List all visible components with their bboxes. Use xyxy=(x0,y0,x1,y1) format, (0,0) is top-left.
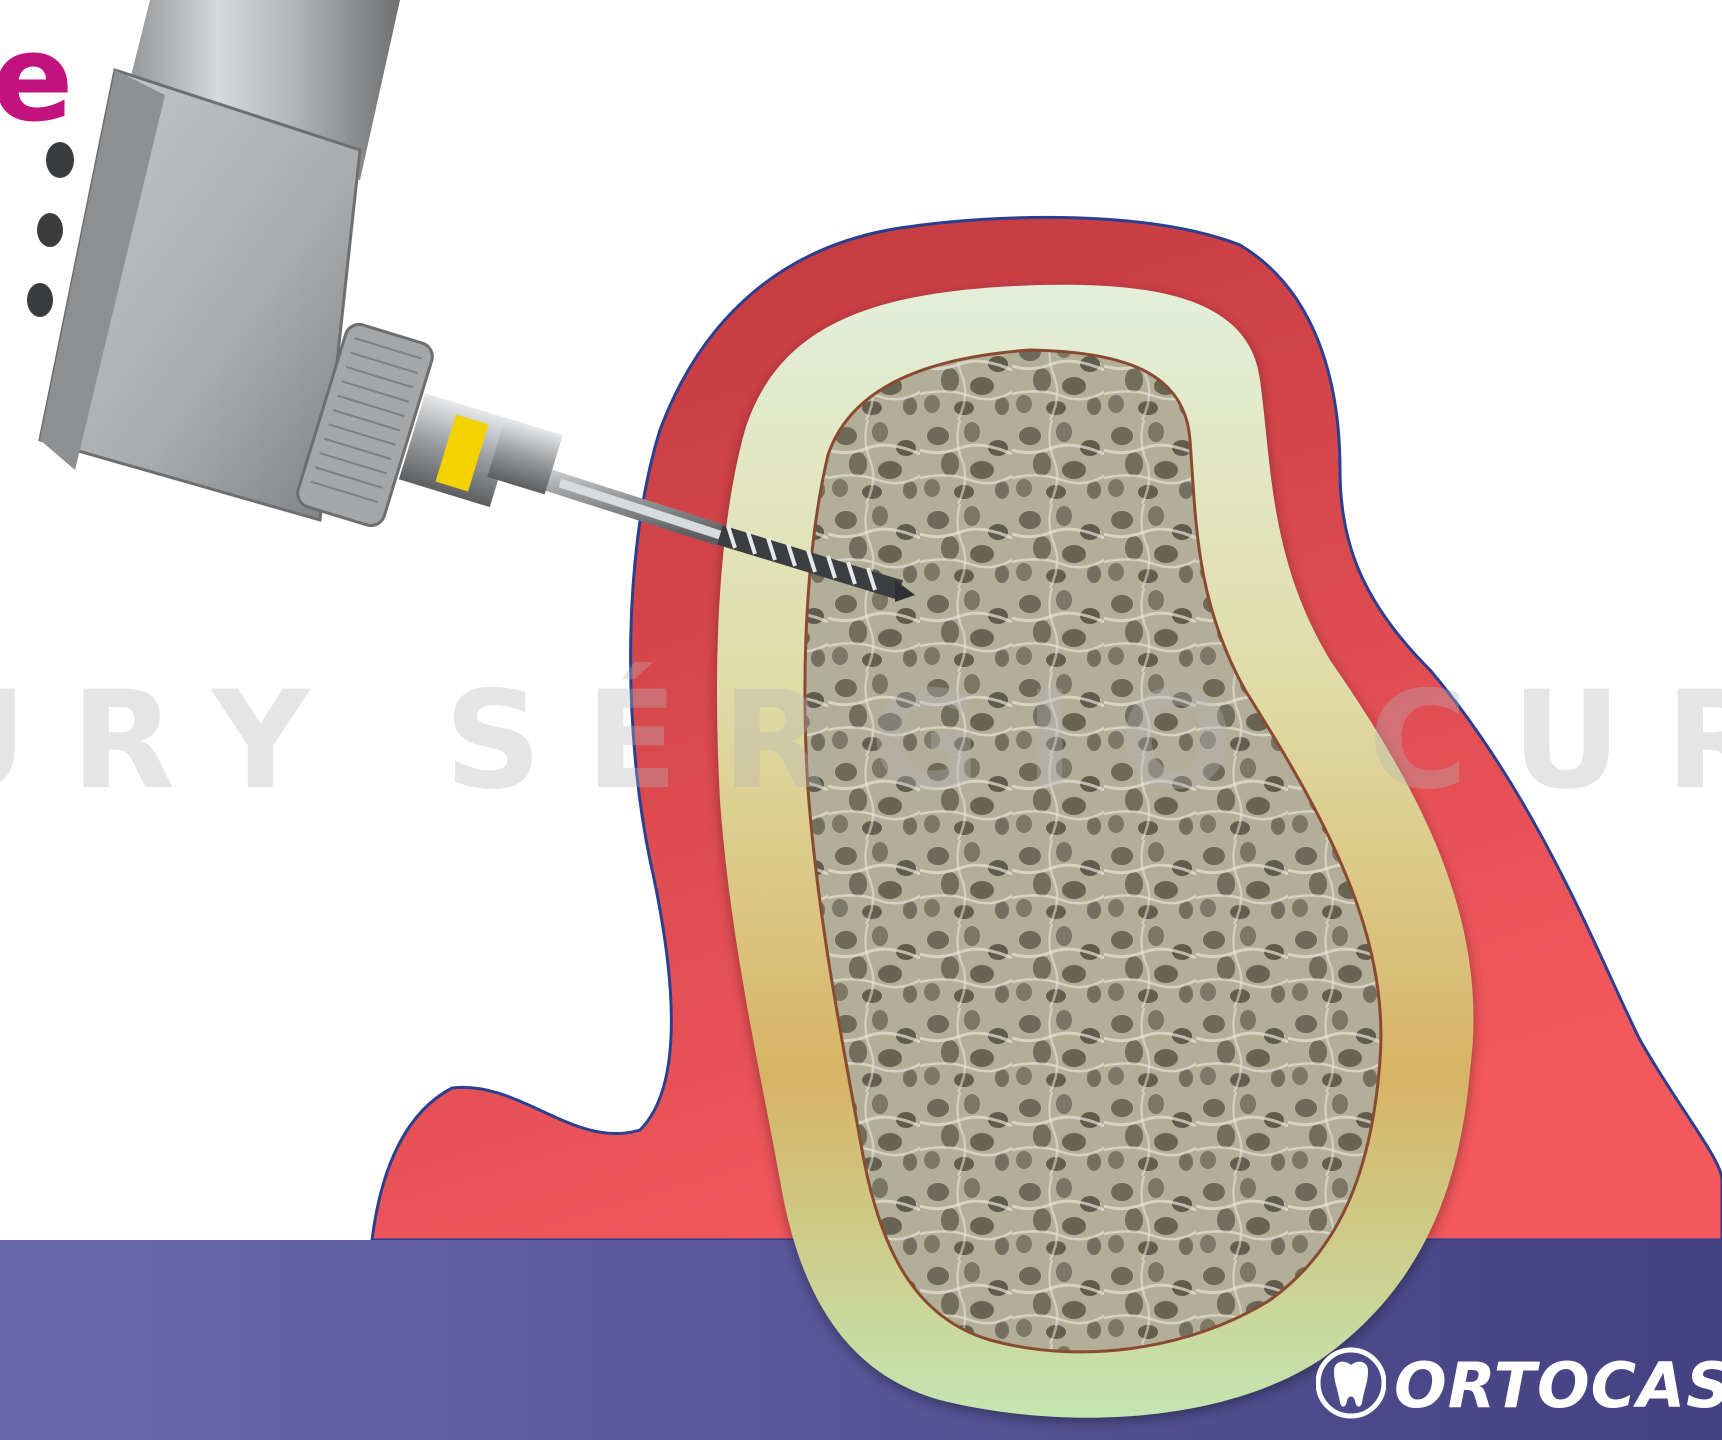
tooth-icon xyxy=(1316,1343,1386,1427)
brand-logo: ORTOCAST xyxy=(1316,1340,1722,1430)
brand-name: ORTOCAST xyxy=(1394,1349,1722,1422)
corner-title-fragment: e xyxy=(0,20,73,140)
dental-handpiece xyxy=(27,0,436,529)
